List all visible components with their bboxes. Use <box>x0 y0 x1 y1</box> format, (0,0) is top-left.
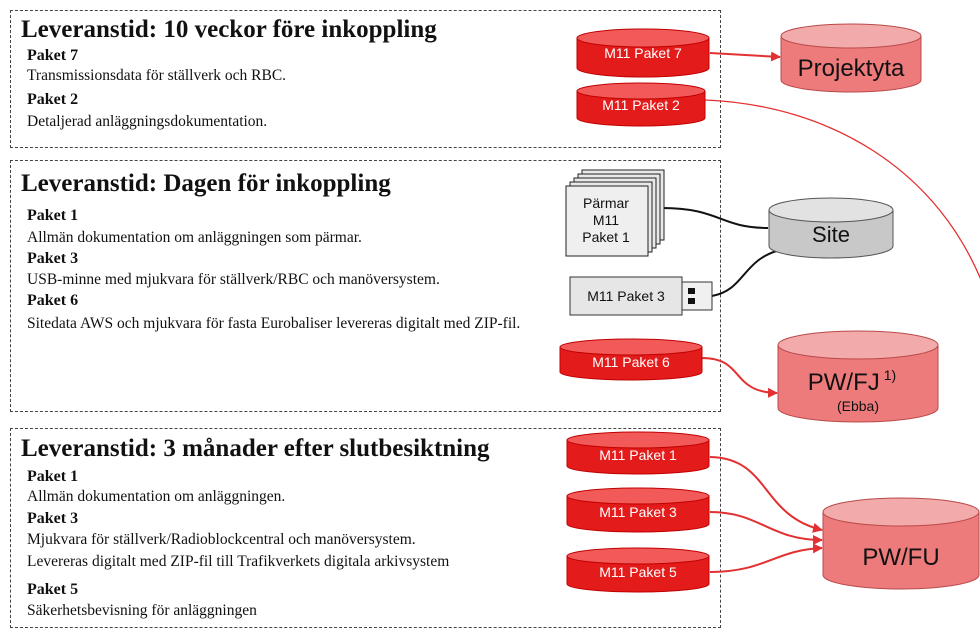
connector-paket3b-pwfu <box>709 511 823 545</box>
package-name: Paket 1 <box>27 207 79 224</box>
section-heading: Leveranstid: Dagen för inkoppling <box>21 170 391 197</box>
m11-paket7-label: M11 Paket 7 <box>604 45 682 61</box>
package-desc: Mjukvara för ställverk/Radioblockcentral… <box>27 531 416 548</box>
m11-paket6-cylinder: M11 Paket 6 <box>559 338 703 381</box>
package-desc: Sitedata AWS och mjukvara för fasta Euro… <box>27 315 521 332</box>
binder-label-1: Pärmar <box>583 195 629 211</box>
package-desc: USB-minne med mjukvara för ställverk/RBC… <box>27 271 440 288</box>
package-name: Paket 7 <box>27 47 79 64</box>
m11-paket5-cylinder: M11 Paket 5 <box>566 547 710 593</box>
package-name: Paket 3 <box>27 510 79 527</box>
site-cylinder: Site <box>768 197 894 259</box>
usb-stick: M11 Paket 3 <box>569 276 713 316</box>
connector-paket5b-pwfu <box>709 543 823 573</box>
package-desc-extra: Levereras digitalt med ZIP-fil till Traf… <box>27 553 450 570</box>
connector-paket7-projektyta <box>709 51 781 62</box>
pwfu-cylinder: PW/FU <box>822 497 980 590</box>
usb-label: M11 Paket 3 <box>587 288 665 304</box>
binder-label-3: Paket 1 <box>582 229 630 245</box>
m11-paket2-cylinder: M11 Paket 2 <box>576 82 706 127</box>
binder-label-2: M11 <box>593 212 619 228</box>
m11-paket7-cylinder: M11 Paket 7 <box>576 28 710 78</box>
package-name: Paket 6 <box>27 292 79 309</box>
site-label: Site <box>812 222 850 247</box>
package-name: Paket 1 <box>27 468 79 485</box>
package-desc: Detaljerad anläggningsdokumentation. <box>27 113 268 130</box>
package-desc: Allmän dokumentation om anläggningen som… <box>27 229 362 246</box>
projektyta-label: Projektyta <box>798 55 905 82</box>
connector-paket2-offpage <box>704 99 980 280</box>
m11-paket6-label: M11 Paket 6 <box>592 354 670 370</box>
package-name: Paket 3 <box>27 250 79 267</box>
connector-paket1b-pwfu <box>709 456 823 533</box>
binder-stack: Pärmar M11 Paket 1 <box>565 169 665 257</box>
connector-paket6-pwfj <box>701 357 778 398</box>
section-heading: Leveranstid: 3 månader efter slutbesiktn… <box>21 435 490 462</box>
section-day-of-connection <box>10 160 721 412</box>
m11-paket3-cylinder: M11 Paket 3 <box>566 487 710 533</box>
package-desc: Allmän dokumentation om anläggningen. <box>27 488 286 505</box>
m11-paket1-cylinder: M11 Paket 1 <box>566 431 710 475</box>
pwfu-label: PW/FU <box>862 544 939 571</box>
section-10-weeks <box>10 10 721 148</box>
package-desc: Transmissionsdata för ställverk och RBC. <box>27 67 287 84</box>
connector-usb-site <box>711 249 781 297</box>
package-name: Paket 5 <box>27 581 79 598</box>
connector-binder-site <box>661 207 769 229</box>
m11-paket3-label: M11 Paket 3 <box>599 504 677 520</box>
m11-paket5-label: M11 Paket 5 <box>599 564 677 580</box>
m11-paket1-label: M11 Paket 1 <box>599 447 677 463</box>
section-heading: Leveranstid: 10 veckor före inkoppling <box>21 16 437 43</box>
package-name: Paket 2 <box>27 91 79 108</box>
pwfj-sublabel: (Ebba) <box>837 398 879 414</box>
m11-paket2-label: M11 Paket 2 <box>602 97 680 113</box>
package-desc: Säkerhetsbevisning för anläggningen <box>27 602 257 619</box>
projektyta-cylinder: Projektyta <box>780 23 922 93</box>
